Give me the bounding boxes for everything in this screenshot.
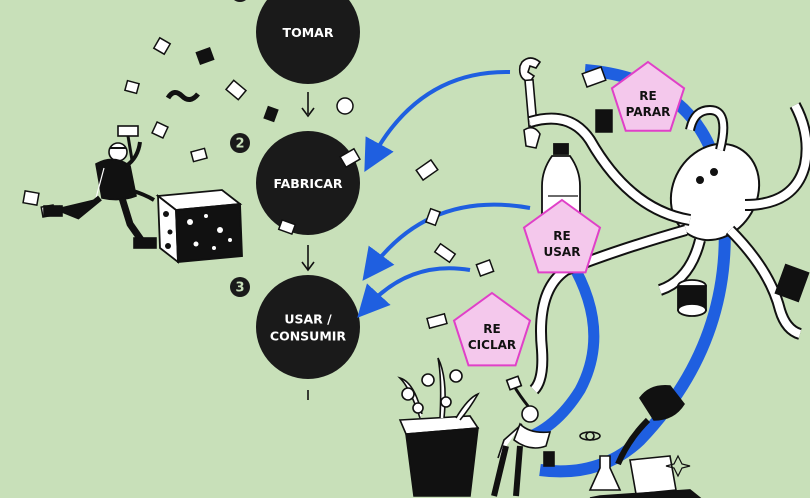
cylinder-part-icon: [677, 263, 810, 317]
step-number: 1: [235, 0, 244, 1]
loop-label: RE: [553, 229, 570, 243]
loop-label: USAR: [544, 245, 581, 259]
step-number-badge: [230, 277, 250, 297]
step-label: CONSUMIR: [270, 329, 347, 344]
plant-pot-icon: [397, 357, 480, 497]
octopus-icon: [528, 102, 810, 395]
loop-label: RE: [639, 89, 656, 103]
pentagon-shape: [522, 198, 602, 274]
step-number: 2: [235, 137, 244, 152]
step-label: FABRICAR: [273, 176, 342, 191]
repair-arc: [364, 69, 511, 173]
pentagon-shape: [452, 291, 532, 367]
loop-label: CICLAR: [468, 338, 516, 352]
loop-pentagon-2: RE USAR: [522, 198, 602, 274]
step-label: TOMAR: [283, 25, 334, 40]
person-icon: [491, 375, 555, 497]
step-number-badge: [234, 0, 246, 2]
loop-pentagon-1: RE PARAR: [610, 60, 686, 132]
flask-icon: [579, 431, 691, 491]
reuse-arc: [362, 202, 531, 281]
step-number-badge: [230, 133, 250, 153]
loop-label: RE: [483, 322, 500, 336]
wrench-icon: [518, 57, 542, 149]
step-circle: [256, 275, 360, 379]
step-circle: [256, 0, 360, 84]
loop-pentagon-3: RE CICLAR: [452, 291, 532, 367]
laptop-icon: [589, 384, 702, 498]
step-label: USAR /: [284, 312, 332, 327]
step-number: 3: [235, 281, 244, 296]
worker-icon: [43, 125, 157, 249]
loop-label: PARAR: [626, 105, 671, 119]
inner-loop-arc: [518, 257, 600, 446]
step-circle: [256, 131, 360, 235]
stone-block-icon: [155, 189, 243, 264]
pentagon-shape: [610, 60, 686, 132]
floating-blocks-right: [277, 66, 613, 330]
recycle-arc: [357, 266, 471, 318]
step-node-1: 1TOMAR: [234, 0, 360, 84]
flow-arrows: [301, 92, 315, 400]
